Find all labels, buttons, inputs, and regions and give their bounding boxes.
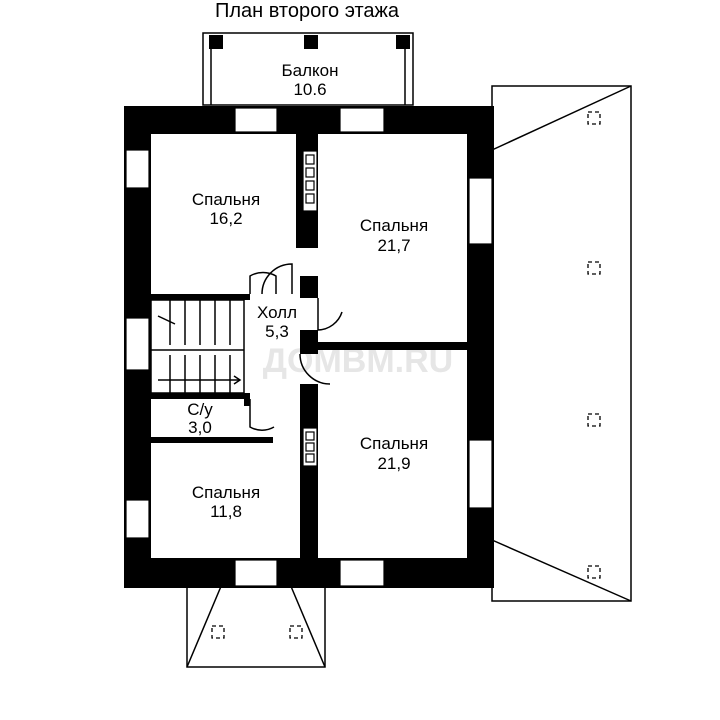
room-area: 11,8 <box>210 502 242 521</box>
room-bedroom-21-9: Спальня 21,9 <box>360 434 428 473</box>
room-bedroom-16: Спальня 16,2 <box>192 190 260 228</box>
room-area: 21,7 <box>377 236 410 255</box>
room-name: Спальня <box>360 434 428 453</box>
room-name: Спальня <box>192 483 260 502</box>
room-name: С/у <box>187 400 213 419</box>
room-wc: С/у 3,0 <box>187 400 213 437</box>
doors <box>249 263 343 431</box>
window-left-lower <box>125 499 150 539</box>
stairs <box>150 299 245 394</box>
right-terrace <box>491 85 632 602</box>
room-bedroom-11-8: Спальня 11,8 <box>192 483 260 521</box>
room-area: 10.6 <box>293 80 326 99</box>
window-left-middle <box>125 317 150 371</box>
window-left-upper <box>125 149 150 189</box>
balcony <box>202 32 414 106</box>
window-right-lower <box>468 439 493 509</box>
porch-roof <box>186 583 326 668</box>
room-area: 21,9 <box>377 454 410 473</box>
room-name: Балкон <box>281 61 338 80</box>
room-name: Спальня <box>192 190 260 209</box>
room-balcony: Балкон 10.6 <box>281 61 338 99</box>
window-bottom-right <box>339 559 385 587</box>
room-area: 5,3 <box>265 322 289 341</box>
room-hall: Холл 5,3 <box>257 303 297 341</box>
vent-upper <box>302 150 318 212</box>
room-name: Холл <box>257 303 297 322</box>
windows <box>125 107 493 587</box>
room-area: 3,0 <box>188 418 212 437</box>
window-top-right <box>339 107 385 133</box>
window-top-left <box>234 107 278 133</box>
window-bottom-left <box>234 559 278 587</box>
roof-piers <box>211 111 601 639</box>
plan-title: План второго этажа <box>215 0 400 22</box>
room-bedroom-21-7: Спальня 21,7 <box>360 216 428 255</box>
room-name: Спальня <box>360 216 428 235</box>
vent-lower <box>302 427 318 467</box>
window-right-upper <box>468 177 493 245</box>
room-area: 16,2 <box>209 209 242 228</box>
